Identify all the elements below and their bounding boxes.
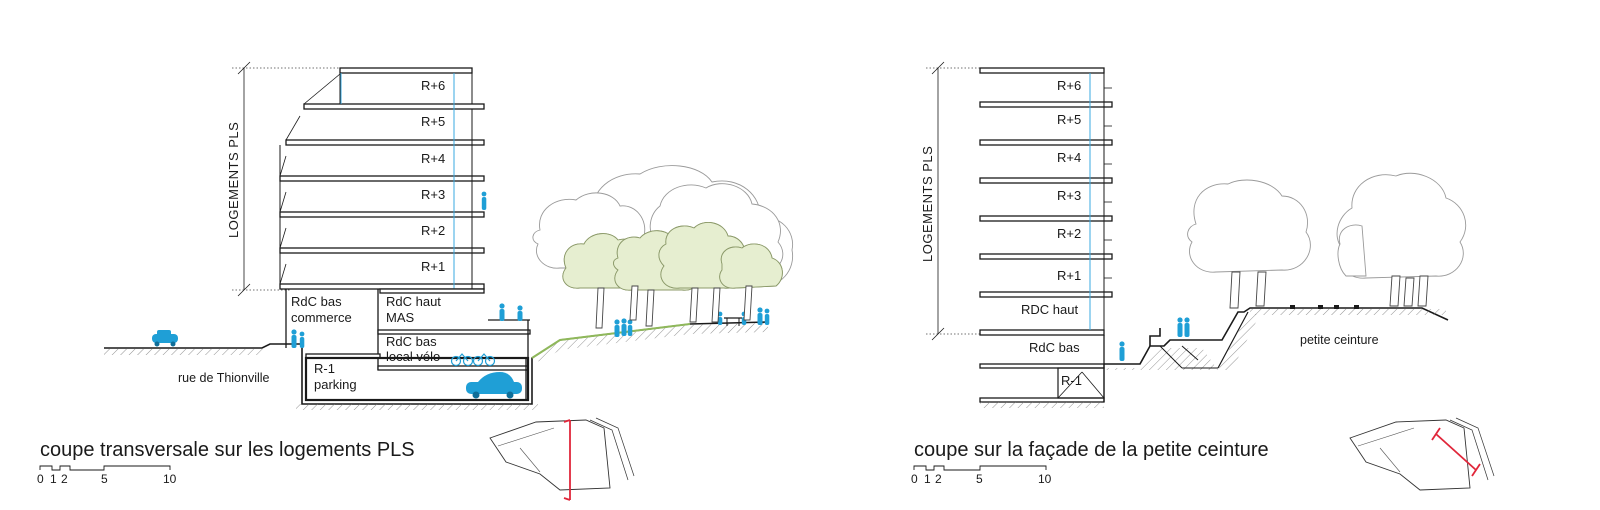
person-icon: [757, 307, 763, 325]
velo-room-label: RdC bas local vélo: [386, 334, 440, 364]
right-floor-label: R+3: [1057, 188, 1081, 203]
right-caption-block: coupe sur la façade de la petite ceintur…: [911, 417, 1495, 491]
right-building: R+6 R+5 R+4 R+3 R+2 R+1 RDC haut RdC bas…: [979, 67, 1113, 403]
scale-tick: 5: [976, 472, 983, 486]
right-figures: [1119, 317, 1190, 361]
parking-room-label: R-1 parking: [314, 361, 357, 392]
left-key-plan: [489, 417, 635, 501]
person-icon: [1177, 317, 1183, 337]
person-icon: [621, 318, 627, 336]
right-key-plan: [1349, 417, 1495, 491]
left-caption-block: coupe transversale sur les logements PLS…: [37, 417, 635, 501]
person-icon: [1184, 317, 1190, 337]
left-trees: [532, 165, 794, 329]
right-floor-label: R+4: [1057, 150, 1081, 165]
scale-bar: 0 1 2 5 10: [37, 465, 177, 486]
right-trees: [1187, 172, 1467, 309]
scale-tick: 1: [924, 472, 931, 486]
left-floor-label: R+3: [421, 187, 445, 202]
commerce-room-label: RdC bas commerce: [291, 294, 352, 325]
right-floor-label: R+6: [1057, 78, 1081, 93]
parking-car-icon: [466, 372, 522, 399]
scale-tick: 0: [37, 472, 44, 486]
left-floor-label: R+6: [421, 78, 445, 93]
street-label: rue de Thionville: [178, 371, 270, 385]
right-floor-label: R+5: [1057, 112, 1081, 127]
left-ground: rue de Thionville: [104, 321, 769, 410]
person-icon: [299, 331, 305, 348]
rdc-haut-label: RDC haut: [1021, 302, 1078, 317]
r-minus-1-label: R-1: [1061, 373, 1082, 388]
right-height-label: LOGEMENTS PLS: [920, 146, 935, 262]
left-section: LOGEMENTS PLS: [104, 61, 794, 410]
person-icon: [499, 303, 505, 321]
right-floor-label: R+1: [1057, 268, 1081, 283]
scale-tick: 10: [1038, 472, 1052, 486]
scale-tick: 10: [163, 472, 177, 486]
scale-bar: 0 1 2 5 10: [911, 465, 1052, 486]
scale-tick: 0: [911, 472, 918, 486]
scale-tick: 2: [61, 472, 68, 486]
person-icon: [291, 329, 297, 348]
right-caption: coupe sur la façade de la petite ceintur…: [914, 439, 1269, 461]
person-icon: [627, 319, 633, 336]
bicycle-icon: [450, 353, 496, 367]
left-building: R+6 R+5 R+4 R+3 R+2 R+1 RdC bas commerce: [279, 67, 531, 402]
person-icon: [614, 319, 620, 337]
scale-tick: 1: [50, 472, 57, 486]
right-section: LOGEMENTS PLS R+6 R+5 R+4 R: [920, 61, 1467, 408]
right-floor-label: R+2: [1057, 226, 1081, 241]
track-label: petite ceinture: [1300, 333, 1379, 347]
left-height-label: LOGEMENTS PLS: [226, 122, 241, 238]
left-caption: coupe transversale sur les logements PLS: [40, 439, 415, 461]
person-icon: [764, 308, 770, 325]
scale-tick: 2: [935, 472, 942, 486]
rdc-bas-label: RdC bas: [1029, 340, 1080, 355]
right-ground: petite ceinture: [980, 305, 1449, 408]
scale-tick: 5: [101, 472, 108, 486]
right-height-dimension: LOGEMENTS PLS: [920, 61, 980, 341]
left-height-dimension: LOGEMENTS PLS: [226, 61, 340, 297]
facade-balconies: [1104, 87, 1112, 279]
person-icon: [481, 191, 487, 210]
left-floor-label: R+2: [421, 223, 445, 238]
person-icon: [517, 305, 523, 321]
left-floor-label: R+4: [421, 151, 445, 166]
car-icon: [152, 330, 178, 347]
left-floor-label: R+1: [421, 259, 445, 274]
person-icon: [1119, 341, 1125, 361]
mas-room-label: RdC haut MAS: [386, 294, 445, 325]
track-rails: [1290, 305, 1359, 309]
left-figures: [152, 191, 770, 399]
picnic-table-icon: [724, 317, 742, 326]
left-floor-label: R+5: [421, 114, 445, 129]
